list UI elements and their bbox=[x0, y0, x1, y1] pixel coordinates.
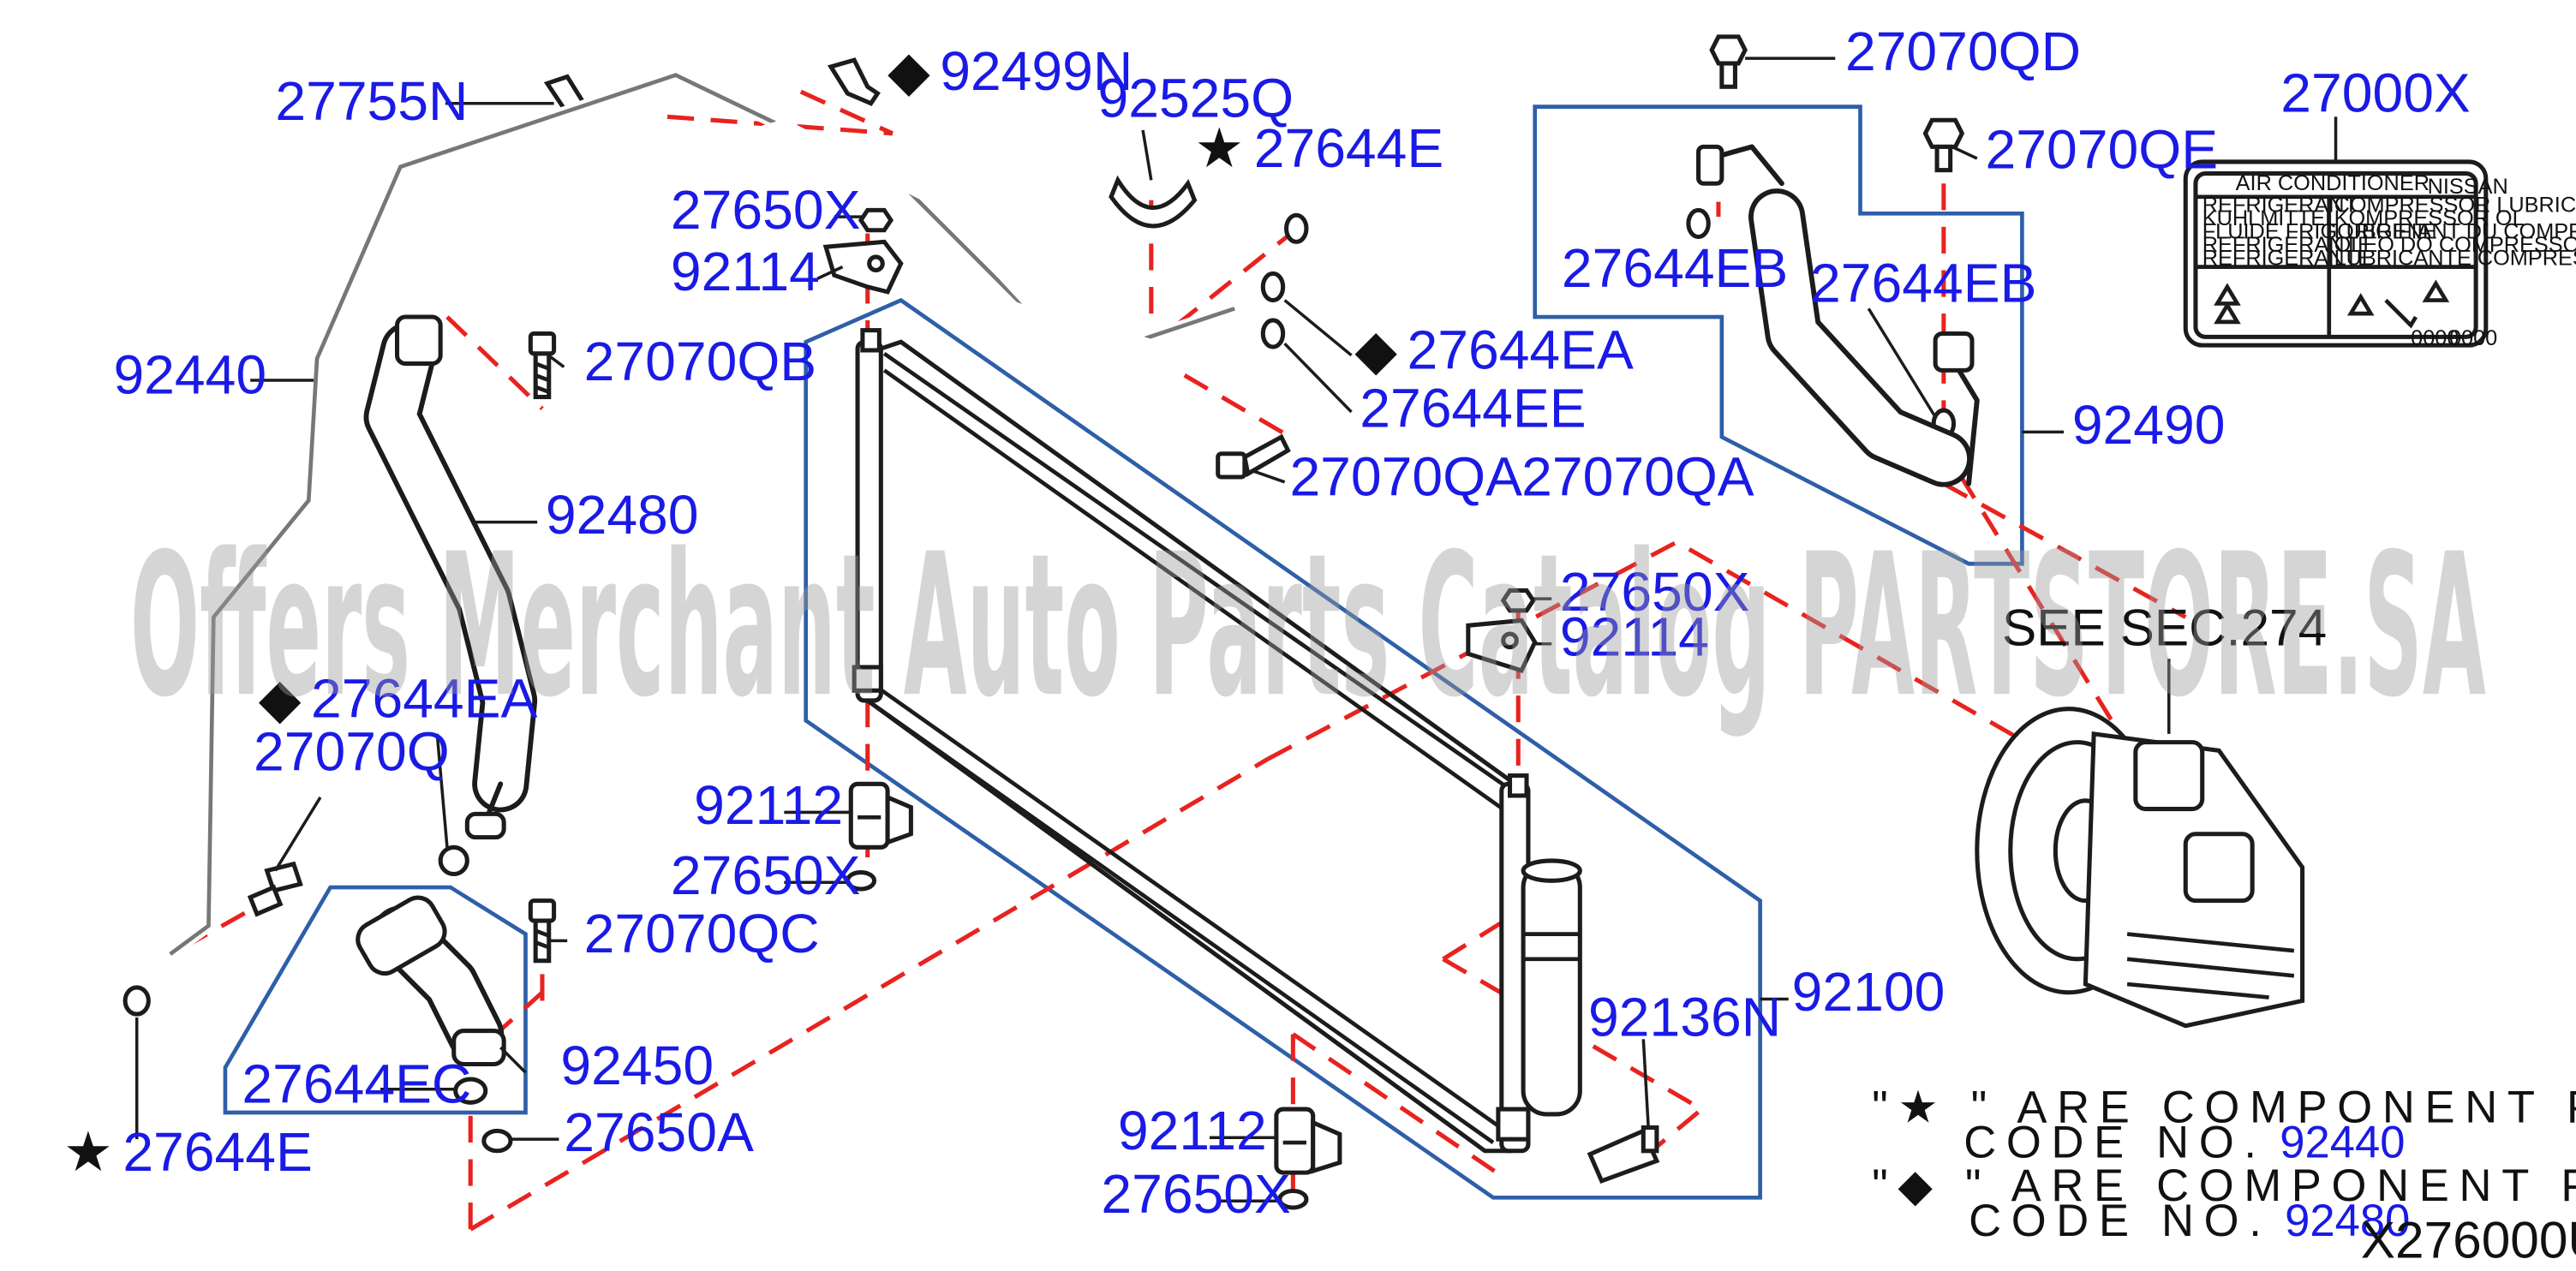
low-hose-92450[interactable] bbox=[352, 892, 506, 1067]
label-27644EC[interactable]: 27644EC bbox=[242, 1053, 471, 1114]
label-brand: NISSAN bbox=[2428, 175, 2508, 199]
label-27755N[interactable]: 27755N bbox=[275, 70, 468, 132]
label-27650X-c[interactable]: 27650X bbox=[1101, 1163, 1291, 1225]
label-92450[interactable]: 92450 bbox=[560, 1035, 714, 1096]
o-ring-27644EE[interactable] bbox=[1260, 318, 1286, 349]
label-row: COMPRESSOR LUBRICANT bbox=[2334, 193, 2576, 217]
high-pressure-pipe[interactable] bbox=[403, 119, 1249, 356]
label-27644EA-top[interactable]: ◆27644EA bbox=[1354, 319, 1634, 380]
pressure-switch-92136N[interactable] bbox=[1587, 1125, 1660, 1184]
label-92112-b[interactable]: 92112 bbox=[1118, 1100, 1267, 1161]
label-row: OLEO DO COMPRESSOR bbox=[2334, 233, 2576, 257]
o-ring-27644E-left[interactable] bbox=[123, 985, 151, 1017]
label-27000X[interactable]: 27000X bbox=[2280, 62, 2471, 123]
label-27070Q[interactable]: 27070Q bbox=[254, 721, 450, 783]
bolt-27070QA[interactable] bbox=[1216, 433, 1291, 480]
label-27644EA-left[interactable]: ◆27644EA bbox=[259, 667, 538, 729]
label-92499N[interactable]: ◆92499N bbox=[888, 40, 1133, 102]
bolt-27070QC[interactable] bbox=[528, 898, 557, 964]
compressor[interactable] bbox=[1975, 659, 2305, 1029]
diagram-reference-code: X276000U bbox=[2361, 1210, 2576, 1268]
clamp-92525Q[interactable] bbox=[1109, 175, 1198, 229]
condenser-92100[interactable] bbox=[852, 328, 1531, 1154]
label-27070QE[interactable]: 27070QE bbox=[1986, 119, 2219, 181]
label-row: REFRIGERANT bbox=[2202, 193, 2358, 217]
nut-27650A[interactable] bbox=[481, 1128, 513, 1154]
label-27650X-d[interactable]: 27650X bbox=[1560, 561, 1750, 623]
bolt-27070QD[interactable] bbox=[1709, 34, 1748, 89]
label-27644E-top[interactable]: ★27644E bbox=[1194, 117, 1443, 179]
label-code-b: 0000 bbox=[2449, 326, 2497, 350]
high-flexible-hose-92490[interactable] bbox=[1696, 144, 1980, 487]
label-27644EB-a[interactable]: 27644EB bbox=[1562, 237, 1788, 299]
high-flexible-hose-group-outline bbox=[1533, 104, 2024, 566]
label-92114-a[interactable]: 92114 bbox=[671, 241, 820, 302]
o-ring-27644EA-left[interactable] bbox=[438, 844, 469, 877]
label-row: KUHLMITTEL bbox=[2202, 206, 2337, 230]
bracket-92112-lower[interactable] bbox=[1274, 1107, 1342, 1175]
label-27644E-left[interactable]: ★27644E bbox=[63, 1121, 313, 1183]
note-star-line1: "★ " ARE COMPONENT PARTS OF bbox=[1872, 1083, 2576, 1133]
label-27650X-b[interactable]: 27650X bbox=[671, 844, 861, 906]
label-27650A[interactable]: 27650A bbox=[564, 1101, 754, 1163]
leader-lines bbox=[134, 57, 2338, 1202]
o-ring-27644EC[interactable] bbox=[453, 1077, 488, 1105]
label-row: KOMPRESSOR OL bbox=[2334, 206, 2525, 230]
label-code-a: 0000 bbox=[2411, 326, 2459, 350]
o-ring-27644EA-top[interactable] bbox=[1260, 271, 1286, 303]
bolt-27070QB[interactable] bbox=[528, 331, 557, 400]
label-92112-a[interactable]: 92112 bbox=[694, 774, 843, 836]
watermark: Offers Merchant Auto Parts Catalog PARTS… bbox=[130, 512, 2486, 741]
legend-notes: "★ " ARE COMPONENT PARTS OF CODE NO.9244… bbox=[1872, 1083, 2576, 1269]
nut-27650X-c[interactable] bbox=[1277, 1188, 1309, 1210]
note-diamond-line1: "◆ " ARE COMPONENT PARTS OF bbox=[1872, 1161, 2576, 1211]
bracket-92114-lower[interactable] bbox=[1466, 618, 1538, 673]
label-92114-b[interactable]: 92114 bbox=[1560, 606, 1709, 667]
label-title: AIR CONDITIONER bbox=[2236, 171, 2430, 195]
label-row: LUBRICANTE COMPRESOR bbox=[2334, 247, 2576, 271]
bracket-92114-upper[interactable] bbox=[822, 239, 904, 295]
nut-27650X-d[interactable] bbox=[1500, 588, 1536, 613]
label-right-rows: COMPRESSOR LUBRICANTKOMPRESSOR OLLUBRIFI… bbox=[2334, 193, 2576, 270]
label-row: FLUIDE FRIGORIGENE bbox=[2202, 219, 2437, 243]
label-92490[interactable]: 92490 bbox=[2072, 394, 2226, 456]
label-27070QA-b[interactable]: 27070QA bbox=[1521, 445, 1754, 507]
low-hose-group-outline bbox=[223, 885, 528, 1115]
label-92136N[interactable]: 92136N bbox=[1588, 986, 1781, 1047]
label-row: REFRIGERANTE bbox=[2202, 247, 2372, 271]
label-92440[interactable]: 92440 bbox=[113, 344, 266, 406]
bolt-27070QE[interactable] bbox=[1922, 117, 1965, 173]
bracket-92112-upper[interactable] bbox=[848, 781, 913, 850]
label-92100[interactable]: 92100 bbox=[1792, 961, 1945, 1023]
clip-92499N[interactable] bbox=[827, 57, 881, 106]
label-27650X-a[interactable]: 27650X bbox=[671, 179, 861, 241]
condenser-group-outline bbox=[804, 297, 1762, 1200]
note-star-line2: CODE NO.92440 bbox=[1963, 1118, 2405, 1168]
label-27070QC[interactable]: 27070QC bbox=[584, 903, 820, 964]
nut-27650X-a[interactable] bbox=[858, 207, 894, 233]
bolt-27070Q[interactable] bbox=[247, 861, 303, 917]
label-92480[interactable]: 92480 bbox=[546, 484, 699, 546]
label-92525Q[interactable]: 92525Q bbox=[1097, 67, 1294, 128]
label-27070QD[interactable]: 27070QD bbox=[1845, 21, 2081, 82]
o-ring-27644E-top[interactable] bbox=[1284, 212, 1309, 244]
label-27644EE[interactable]: 27644EE bbox=[1360, 378, 1586, 439]
label-27070QA-a[interactable]: 27070QA bbox=[1289, 445, 1522, 507]
label-row: REFRIGERANTE bbox=[2202, 233, 2372, 257]
nut-27650X-b[interactable] bbox=[845, 870, 877, 892]
note-diamond-line2: CODE NO.92480 bbox=[1969, 1196, 2410, 1246]
label-27644EB-b[interactable]: 27644EB bbox=[1810, 252, 2036, 313]
o-ring-27644EB-a[interactable] bbox=[1686, 207, 1711, 240]
suction-hose-92480[interactable] bbox=[363, 314, 538, 840]
label-row: LUBRIFIANT DU COMPRESSEUR bbox=[2334, 219, 2576, 243]
caution-label-27000X: AIR CONDITIONER NISSAN REFRIGERANTKUHLMI… bbox=[2183, 159, 2576, 350]
part-labels: 27755N ◆92499N 92525Q ★27644E 27650X 921… bbox=[63, 21, 2471, 1225]
receiver-drier[interactable] bbox=[1521, 858, 1582, 1117]
section-reference[interactable]: SEE SEC.274 bbox=[2002, 599, 2327, 657]
label-27070QB[interactable]: 27070QB bbox=[584, 331, 817, 392]
